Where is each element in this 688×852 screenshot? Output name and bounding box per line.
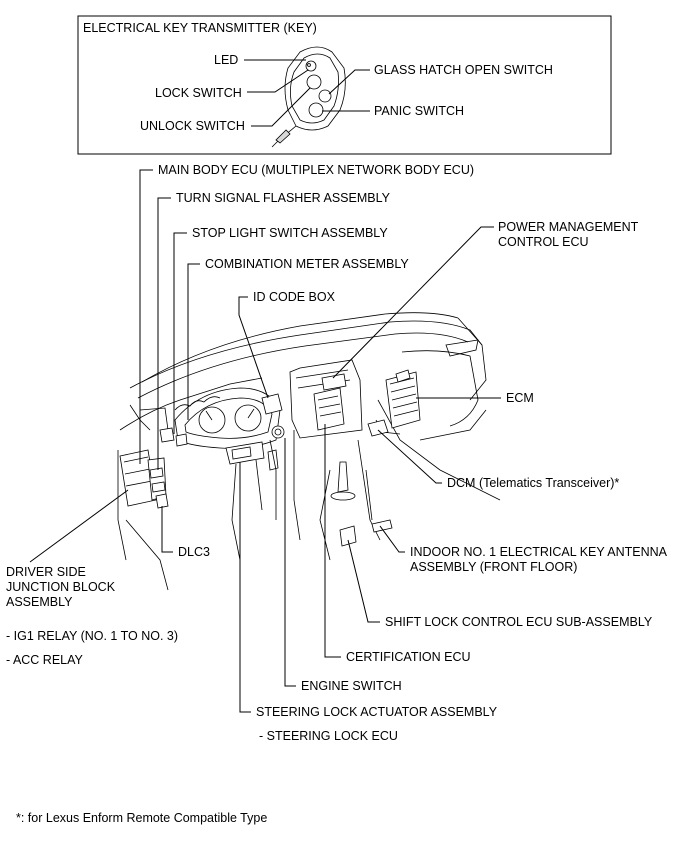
label-indoor-antenna-line1: INDOOR NO. 1 ELECTRICAL KEY ANTENNA xyxy=(410,545,668,559)
label-dcm: DCM (Telematics Transceiver)* xyxy=(447,476,619,490)
label-unlock-switch: UNLOCK SWITCH xyxy=(140,119,245,133)
label-ecm: ECM xyxy=(506,391,534,405)
label-dlc3: DLC3 xyxy=(178,545,210,559)
label-steering-lock-ecu: - STEERING LOCK ECU xyxy=(259,729,398,743)
footnote: *: for Lexus Enform Remote Compatible Ty… xyxy=(16,811,267,825)
label-power-mgmt-line1: POWER MANAGEMENT xyxy=(498,220,639,234)
label-driver-jb-line3: ASSEMBLY xyxy=(6,595,73,609)
label-led: LED xyxy=(214,53,238,67)
label-steering-lock-actuator: STEERING LOCK ACTUATOR ASSEMBLY xyxy=(256,705,498,719)
label-driver-jb-line2: JUNCTION BLOCK xyxy=(6,580,116,594)
label-certification-ecu: CERTIFICATION ECU xyxy=(346,650,471,664)
label-lock-switch: LOCK SWITCH xyxy=(155,86,242,100)
callouts: MAIN BODY ECU (MULTIPLEX NETWORK BODY EC… xyxy=(6,163,668,743)
label-power-mgmt-line2: CONTROL ECU xyxy=(498,235,589,249)
label-driver-jb-line1: DRIVER SIDE xyxy=(6,565,86,579)
label-ig1-relay: - IG1 RELAY (NO. 1 TO NO. 3) xyxy=(6,629,178,643)
key-fob-illustration xyxy=(271,46,346,148)
label-engine-switch: ENGINE SWITCH xyxy=(301,679,402,693)
label-id-code-box: ID CODE BOX xyxy=(253,290,336,304)
label-glass-hatch-switch: GLASS HATCH OPEN SWITCH xyxy=(374,63,553,77)
dashboard-illustration xyxy=(117,312,501,591)
label-main-body-ecu: MAIN BODY ECU (MULTIPLEX NETWORK BODY EC… xyxy=(158,163,474,177)
label-shift-lock-ecu: SHIFT LOCK CONTROL ECU SUB-ASSEMBLY xyxy=(385,615,653,629)
key-panel-title: ELECTRICAL KEY TRANSMITTER (KEY) xyxy=(83,21,317,35)
label-turn-signal-flasher: TURN SIGNAL FLASHER ASSEMBLY xyxy=(176,191,391,205)
label-acc-relay: - ACC RELAY xyxy=(6,653,84,667)
label-stop-light-switch: STOP LIGHT SWITCH ASSEMBLY xyxy=(192,226,388,240)
key-transmitter-panel: ELECTRICAL KEY TRANSMITTER (KEY) LED LOC… xyxy=(77,15,612,155)
label-panic-switch: PANIC SWITCH xyxy=(374,104,464,118)
label-indoor-antenna-line2: ASSEMBLY (FRONT FLOOR) xyxy=(410,560,577,574)
label-combination-meter: COMBINATION METER ASSEMBLY xyxy=(205,257,409,271)
